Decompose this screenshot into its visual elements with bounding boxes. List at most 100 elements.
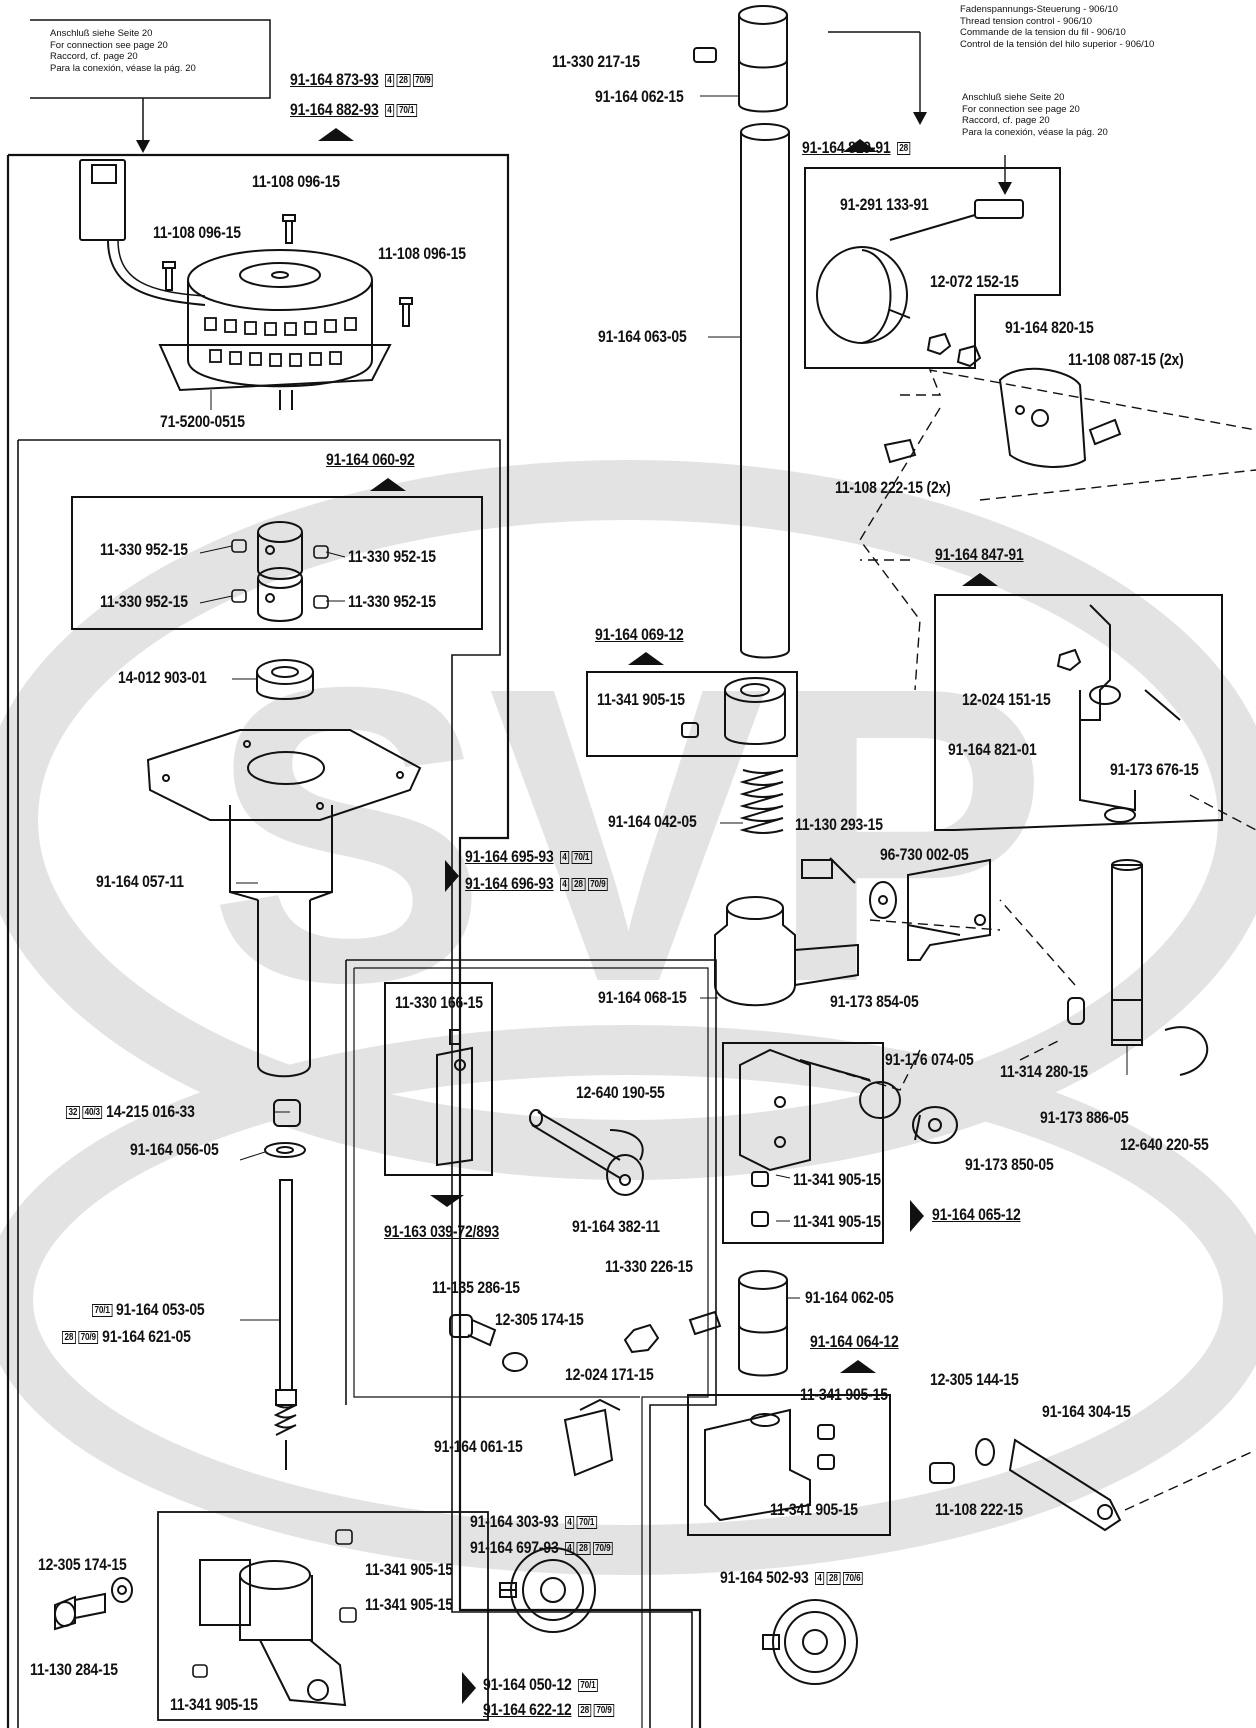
part-label: 12-305 174-15 — [38, 1555, 127, 1574]
assembly-number: 91-164 069-12 — [595, 625, 684, 644]
part-label: 12-640 220-55 — [1120, 1135, 1209, 1154]
assembly-marker — [445, 860, 459, 892]
part-label: 11-135 286-15 — [432, 1278, 520, 1297]
model-tag: 70/1 — [571, 851, 592, 865]
note-line: Control de la tensión del hilo superior … — [960, 38, 1155, 50]
part-label: 91-164 382-11 — [572, 1217, 660, 1236]
note-line: Para la conexión, véase la pág. 20 — [50, 62, 196, 74]
part-label: 71-5200-0515 — [160, 412, 245, 431]
model-tag: 70/1 — [92, 1304, 113, 1318]
part-label: 91-173 886-05 — [1040, 1108, 1129, 1127]
assembly-marker — [962, 573, 998, 586]
part-label: 11-330 226-15 — [605, 1257, 693, 1276]
part-label: 11-341 905-15 — [365, 1595, 453, 1614]
part-label: 11-341 905-15 — [770, 1500, 858, 1519]
part-number: 91-164 053-05 — [115, 1300, 205, 1319]
part-label: 91-164 057-11 — [96, 872, 184, 891]
model-tag: 28 — [62, 1331, 76, 1345]
part-label: 11-314 280-15 — [1000, 1062, 1088, 1081]
connection-note-2: Anschluß siehe Seite 20 For connection s… — [962, 92, 1108, 138]
note-line: Thread tension control - 906/10 — [960, 15, 1093, 27]
model-tag: 70/9 — [412, 74, 433, 88]
model-tag: 28 — [396, 74, 411, 88]
part-label: 11-108 222-15 (2x) — [835, 478, 951, 497]
assembly-number: 91-164 050-12 — [483, 1675, 572, 1694]
model-tag: 70/1 — [396, 104, 417, 118]
model-tag: 28 — [576, 1542, 591, 1556]
assembly-number: 91-164 873-93 — [290, 70, 379, 89]
part-label: 11-108 096-15 — [252, 172, 340, 191]
part-label: 91-164 820-15 — [1005, 318, 1094, 337]
note-line: Raccord, cf. page 20 — [962, 115, 1050, 126]
part-label: 11-330 217-15 — [552, 52, 640, 71]
model-tag: 28 — [896, 142, 911, 156]
part-label: 12-072 152-15 — [930, 272, 1019, 291]
assembly-marker — [318, 128, 354, 141]
part-label: 11-341 905-15 — [597, 690, 685, 709]
model-tag: 70/1 — [576, 1516, 597, 1530]
assembly-number: 91-164 064-12 — [810, 1332, 899, 1351]
thread-tension-note: Fadenspannungs-Steuerung - 906/10 Thread… — [960, 4, 1154, 50]
part-label: 91-164 304-15 — [1042, 1402, 1131, 1421]
assembly-number: 91-164 819-91 — [802, 138, 891, 157]
part-label: 91-164 056-05 — [130, 1140, 219, 1159]
part-label: 11-341 905-15 — [365, 1560, 453, 1579]
assembly-foot-a: 91-164 050-12 70/1 — [483, 1675, 598, 1695]
assembly-number: 91-164 847-91 — [935, 545, 1024, 564]
assembly-number: 91-164 696-93 — [465, 874, 554, 893]
part-label: 91-164 062-05 — [805, 1288, 894, 1307]
note-line: Para la conexión, véase la pág. 20 — [962, 126, 1108, 138]
note-line: For connection see page 20 — [962, 103, 1080, 115]
assembly-number: 91-164 065-12 — [932, 1205, 1021, 1224]
model-tag: 70/9 — [587, 878, 608, 892]
part-label: 11-330 166-15 — [395, 993, 483, 1012]
part-label: 11-330 952-15 — [100, 540, 188, 559]
assembly-number: 91-163 039-72/893 — [384, 1222, 500, 1241]
assembly-number: 91-164 622-12 — [483, 1700, 572, 1719]
part-label: 91-164 821-01 — [948, 740, 1037, 759]
model-tag: 40/3 — [82, 1106, 103, 1120]
part-label: 91-173 850-05 — [965, 1155, 1054, 1174]
part-label: 11-330 952-15 — [348, 592, 436, 611]
part-label: 11-108 087-15 (2x) — [1068, 350, 1184, 369]
model-tag: 4 — [814, 1572, 825, 1586]
note-line: Anschluß siehe Seite 20 — [962, 92, 1065, 103]
part-label: 12-024 151-15 — [962, 690, 1051, 709]
model-tag: 4 — [559, 878, 570, 892]
part-label: 96-730 002-05 — [880, 845, 969, 864]
part-label: 11-341 905-15 — [800, 1385, 888, 1404]
assembly-marker — [370, 478, 406, 491]
part-label: 91-291 133-91 — [840, 195, 929, 214]
part-label: 12-305 174-15 — [495, 1310, 584, 1329]
model-tag: 70/6 — [842, 1572, 863, 1586]
part-label: 11-130 284-15 — [30, 1660, 118, 1679]
model-tag: 70/9 — [78, 1331, 99, 1345]
part-number: 91-164 697-93 — [470, 1538, 559, 1557]
note-line: Fadenspannungs-Steuerung - 906/10 — [960, 4, 1118, 15]
part-label: 11-330 952-15 — [100, 592, 188, 611]
assembly-key: 91-163 039-72/893 — [384, 1222, 499, 1242]
assembly-tension: 91-164 819-91 28 — [802, 138, 911, 158]
model-tag: 28 — [571, 878, 586, 892]
model-tag: 4 — [564, 1516, 575, 1530]
part-label: 11-341 905-15 — [170, 1695, 258, 1714]
note-line: Raccord, cf. page 20 — [50, 51, 138, 62]
part-label: 12-640 190-55 — [576, 1083, 665, 1102]
note-line: For connection see page 20 — [50, 39, 168, 51]
assembly-marker — [910, 1200, 924, 1232]
part-label: 11-341 905-15 — [793, 1212, 881, 1231]
assembly-coupling: 91-164 060-92 — [326, 450, 415, 470]
connection-note: Anschluß siehe Seite 20 For connection s… — [50, 28, 196, 74]
model-tag: 70/1 — [577, 1679, 598, 1693]
part-label: 91-173 676-15 — [1110, 760, 1199, 779]
note-line: Anschluß siehe Seite 20 — [50, 28, 153, 39]
